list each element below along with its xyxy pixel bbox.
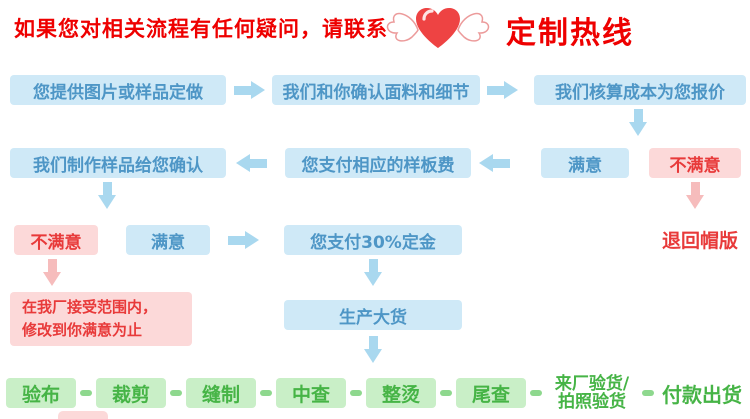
- arrow-satisfied-to-samplefee-icon: [479, 154, 510, 172]
- revise-note-line2: 修改到你满意为止: [22, 321, 143, 339]
- flow-dash-icon: [350, 390, 362, 396]
- production-step-box: 中查: [276, 378, 346, 408]
- flow-step-make-sample: 我们制作样品给您确认: [10, 148, 226, 178]
- flow-dash-icon: [80, 390, 92, 396]
- flow-step-production: 生产大货: [284, 300, 462, 330]
- header-contact-text: 如果您对相关流程有任何疑问，请联系: [14, 17, 388, 41]
- revise-note-box: 在我厂接受范围内， 修改到你满意为止: [10, 292, 192, 346]
- heart-wings-icon: [386, 8, 490, 48]
- arrow-quote-down-icon: [629, 109, 647, 136]
- inspect-options-text: 来厂验货/ 拍照验货: [546, 375, 638, 411]
- header-hotline-text: 定制热线: [506, 16, 634, 51]
- payment-ship-text: 付款出货: [662, 382, 742, 407]
- flow-dash-icon: [440, 390, 452, 396]
- arrow-sample-unsatisfied-down-icon: [43, 259, 61, 286]
- revise-note-line1: 在我厂接受范围内，: [22, 298, 158, 316]
- arrow-provide-to-confirm-icon: [234, 81, 265, 99]
- flow-step-sample-fee: 您支付相应的样板费: [285, 148, 471, 178]
- flow-dash-icon: [642, 390, 654, 396]
- production-step-box: 验布: [6, 378, 76, 408]
- arrow-unsatisfied-down-icon: [686, 182, 704, 209]
- production-step-box: 整烫: [366, 378, 436, 408]
- flow-step-deposit: 您支付30%定金: [284, 225, 462, 255]
- production-line-row: 验布 裁剪 缝制 中查 整烫 尾查 来厂验货/ 拍照验货 付款出货: [6, 375, 746, 411]
- box-sample-satisfied: 满意: [126, 225, 210, 255]
- box-quote-satisfied: 满意: [541, 148, 629, 178]
- box-sample-unsatisfied: 不满意: [14, 225, 98, 255]
- box-quote-unsatisfied: 不满意: [649, 148, 741, 178]
- flow-step-confirm: 我们和你确认面料和细节: [272, 75, 480, 105]
- production-step-box: 尾查: [456, 378, 526, 408]
- flow-dash-icon: [530, 390, 542, 396]
- arrow-satisfied-to-deposit-icon: [228, 231, 259, 249]
- inspect-line1: 来厂验货/: [554, 374, 630, 394]
- arrow-deposit-down-icon: [364, 259, 382, 286]
- inspect-line2: 拍照验货: [558, 392, 626, 412]
- production-step-box: 裁剪: [96, 378, 166, 408]
- arrow-production-down-icon: [364, 336, 382, 363]
- partial-pink-box: [58, 411, 108, 419]
- production-step-box: 缝制: [186, 378, 256, 408]
- flow-step-provide: 您提供图片或样品定做: [10, 75, 226, 105]
- flow-dash-icon: [170, 390, 182, 396]
- arrow-samplefee-to-makesample-icon: [236, 154, 267, 172]
- arrow-makesample-down-icon: [98, 182, 116, 209]
- flow-dash-icon: [260, 390, 272, 396]
- arrow-confirm-to-quote-icon: [487, 81, 518, 99]
- return-cap-text: 退回帽版: [661, 230, 738, 252]
- flow-step-quote: 我们核算成本为您报价: [534, 75, 746, 105]
